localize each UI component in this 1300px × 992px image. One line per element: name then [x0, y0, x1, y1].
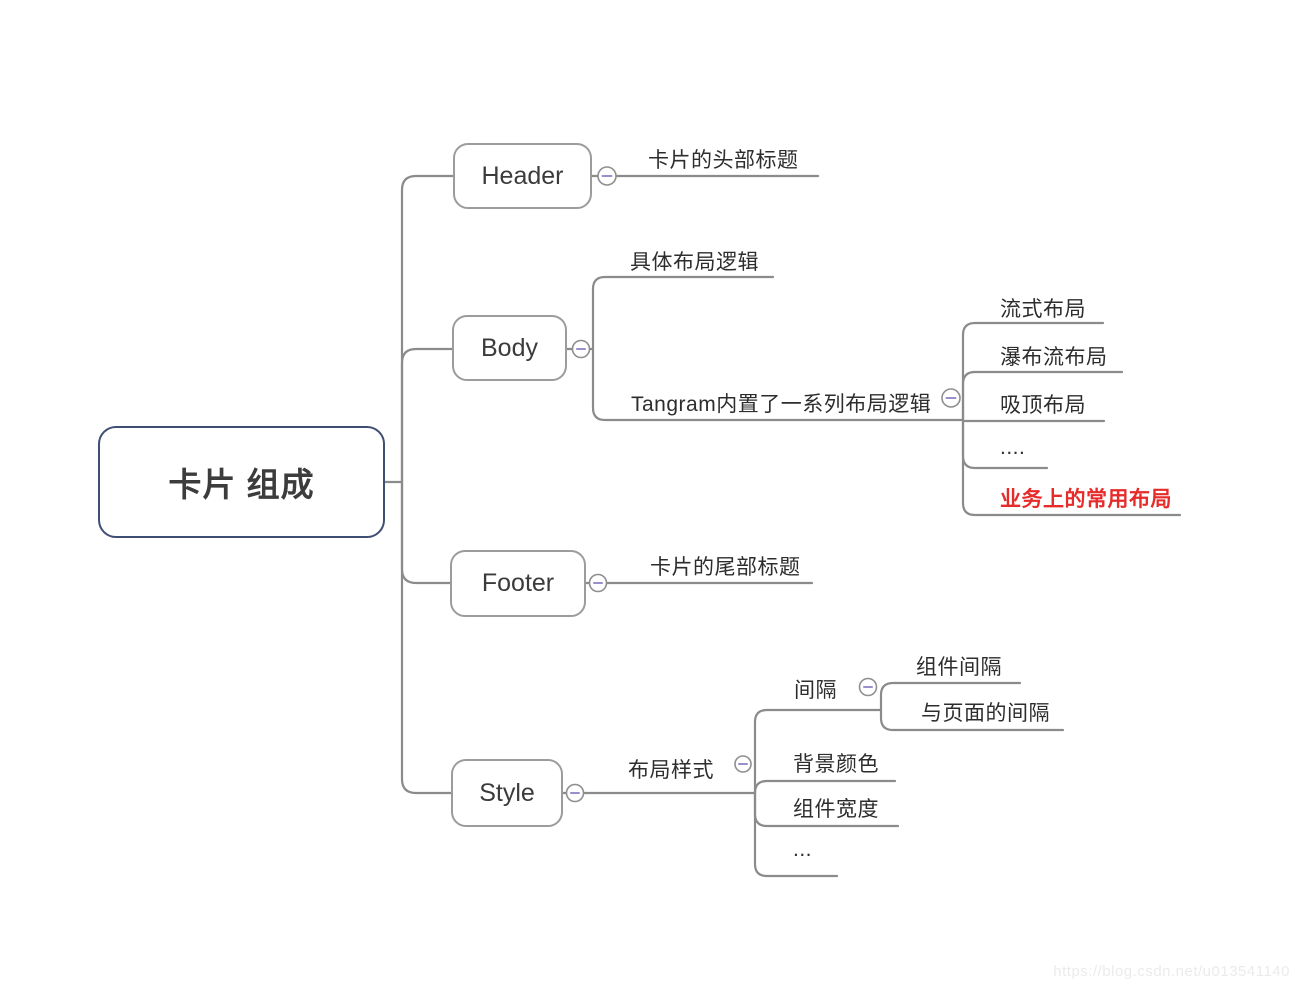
trunk-connectors — [383, 174, 455, 795]
collapse-button-body[interactable] — [571, 339, 591, 359]
collapse-button-header[interactable] — [597, 166, 617, 186]
collapse-button-spacing[interactable] — [858, 677, 878, 697]
collapse-button-style[interactable] — [565, 783, 585, 803]
node-body[interactable]: Body — [452, 315, 567, 381]
node-header[interactable]: Header — [453, 143, 592, 209]
tangram-children-lines — [961, 321, 1182, 517]
node-style[interactable]: Style — [451, 759, 563, 827]
node-spacing[interactable]: 间隔 — [794, 679, 837, 702]
node-card-footer-title[interactable]: 卡片的尾部标题 — [650, 556, 801, 579]
node-more-layouts[interactable]: .... — [1000, 436, 1026, 459]
node-page-spacing[interactable]: 与页面的间隔 — [921, 702, 1050, 725]
node-common-business-layout[interactable]: 业务上的常用布局 — [1000, 488, 1172, 511]
node-sticky-layout[interactable]: 吸顶布局 — [1000, 394, 1086, 417]
node-waterfall-layout[interactable]: 瀑布流布局 — [1000, 346, 1108, 369]
style-branch-lines — [561, 708, 900, 878]
collapse-button-layout-style[interactable] — [734, 755, 752, 773]
watermark: https://blog.csdn.net/u013541140 — [1053, 963, 1290, 980]
node-root[interactable]: 卡片 组成 — [98, 426, 385, 538]
node-layout-style[interactable]: 布局样式 — [628, 759, 714, 782]
node-layout-logic[interactable]: 具体布局逻辑 — [630, 251, 759, 274]
node-tangram-layouts[interactable]: Tangram内置了一系列布局逻辑 — [631, 393, 932, 416]
spacing-children-lines — [879, 681, 1065, 732]
node-background-color[interactable]: 背景颜色 — [793, 753, 879, 776]
node-component-spacing[interactable]: 组件间隔 — [916, 656, 1002, 679]
node-flow-layout[interactable]: 流式布局 — [1000, 298, 1086, 321]
collapse-button-tangram[interactable] — [941, 388, 961, 408]
node-component-width[interactable]: 组件宽度 — [793, 798, 879, 821]
collapse-button-footer[interactable] — [588, 573, 608, 593]
node-card-header-title[interactable]: 卡片的头部标题 — [648, 149, 799, 172]
node-footer[interactable]: Footer — [450, 550, 586, 617]
node-more-styles[interactable]: ... — [793, 838, 813, 861]
